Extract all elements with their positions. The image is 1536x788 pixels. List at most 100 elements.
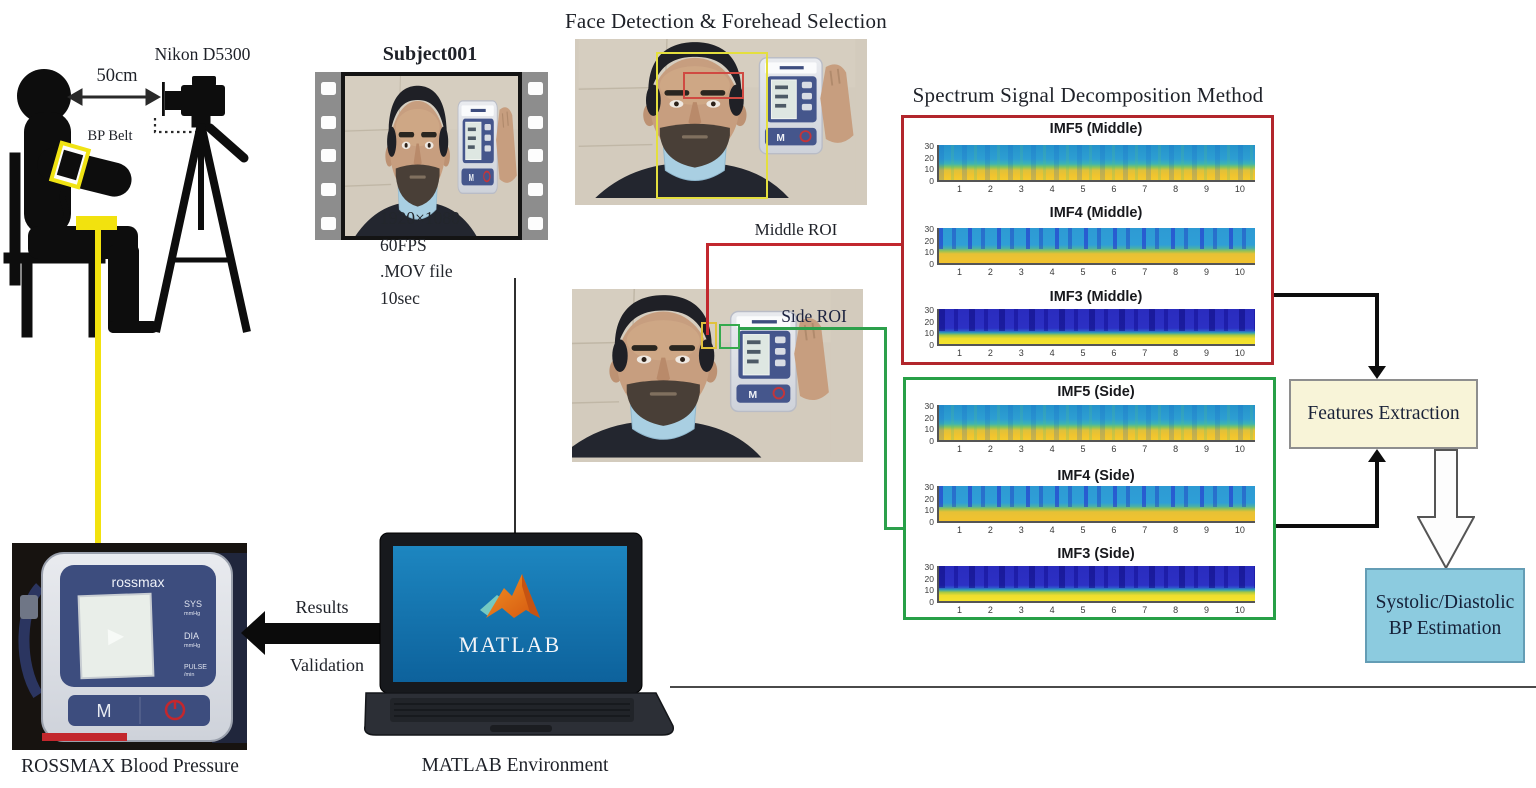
side-imf-group-box: [903, 377, 1276, 620]
tick-label: 30: [924, 224, 934, 234]
tick-label: 6: [1111, 267, 1117, 277]
features-extraction-label: Features Extraction: [1307, 403, 1460, 424]
imf5-middle-spectrogram: [937, 145, 1255, 182]
video-fps: 60FPS: [380, 234, 427, 255]
tick-label: 0: [929, 516, 934, 527]
side-roi-connector-v: [884, 327, 887, 530]
face-bounding-box: [656, 52, 768, 199]
tick-label: 7: [1142, 184, 1148, 194]
bp-belt-inner: [56, 149, 84, 181]
matlab-logo-icon: [480, 574, 540, 618]
side-roi-connector-h1: [739, 327, 887, 330]
tick-label: 20: [924, 316, 934, 327]
tick-label: 3: [1018, 444, 1024, 454]
film-holes-left: [315, 72, 341, 240]
film-hole: [320, 115, 336, 129]
spectrum-title: Spectrum Signal Decomposition Method: [912, 83, 1264, 107]
tick-label: 6: [1111, 348, 1117, 358]
imf3-side-spectrogram: [937, 566, 1255, 603]
person-silhouette: [17, 69, 158, 333]
film-hole: [320, 82, 336, 96]
tick-label: 0: [929, 596, 934, 607]
side-roi-label: Side ROI: [781, 306, 847, 326]
matlab-caption: MATLAB Environment: [421, 755, 609, 776]
results-label: Results: [295, 597, 349, 617]
film-hole: [320, 183, 336, 197]
imf5-side-title: IMF5 (Side): [1057, 384, 1135, 400]
hollow-down-arrow: [1417, 449, 1475, 570]
tick-label: 10: [924, 424, 934, 435]
tick-label: 30: [924, 401, 934, 411]
tick-label: 1: [957, 605, 963, 615]
tripod-shape: [152, 115, 251, 333]
tick-label: 2: [987, 267, 993, 277]
tick-label: 10: [1234, 184, 1245, 194]
video-specs: 1920×1080 60FPS .MOV file 10sec: [380, 205, 460, 311]
validation-label: Validation: [290, 655, 364, 675]
matlab-logo-text: MATLAB: [459, 632, 561, 657]
imf4-side-spectrogram: [937, 486, 1255, 523]
tick-label: 2: [987, 525, 993, 535]
middle-roi-label: Middle ROI: [754, 220, 838, 239]
tick-label: 4: [1049, 348, 1055, 358]
face-detection-title: Face Detection & Forehead Selection: [565, 9, 887, 33]
middle-group-arrowhead: [1368, 366, 1386, 379]
side-group-connector-v: [1375, 461, 1379, 528]
tick-label: 10: [1234, 267, 1245, 277]
tick-label: 10: [1234, 525, 1245, 535]
tick-label: 1: [957, 348, 963, 358]
tick-label: 7: [1142, 267, 1148, 277]
rossmax-device-photo: rossmax SYS mmHg DIA mmHg PULSE /min M: [12, 543, 247, 750]
tick-label: 5: [1080, 348, 1086, 358]
tick-label: 7: [1142, 605, 1148, 615]
distance-label: 50cm: [96, 66, 138, 86]
side-roi-box: [719, 324, 740, 349]
middle-group-connector-h: [1274, 293, 1379, 297]
camera-shape: [162, 76, 225, 116]
tick-label: 1: [957, 444, 963, 454]
camera-label: Nikon D5300: [154, 44, 251, 64]
tick-label: 8: [1173, 267, 1179, 277]
film-hole: [320, 149, 336, 163]
tick-label: 8: [1173, 348, 1179, 358]
tick-label: 10: [1234, 348, 1245, 358]
tick-label: 30: [924, 482, 934, 492]
imf5-side-spectrogram: [937, 405, 1255, 442]
middle-roi-box: [701, 322, 717, 349]
svg-text:mmHg: mmHg: [184, 611, 200, 617]
film-hole: [320, 216, 336, 230]
memory-button-label: M: [97, 701, 112, 721]
tick-label: 9: [1204, 184, 1210, 194]
imf4-side-title: IMF4 (Side): [1057, 468, 1135, 484]
svg-text:/min: /min: [184, 672, 194, 678]
tick-label: 5: [1080, 267, 1086, 277]
bp-tube: [59, 186, 70, 224]
tick-label: 10: [924, 164, 934, 175]
power-icon: [164, 699, 186, 721]
film-hole: [527, 183, 543, 197]
tick-label: 6: [1111, 525, 1117, 535]
tick-label: 6: [1111, 605, 1117, 615]
tick-label: 9: [1204, 525, 1210, 535]
results-arrow-shaft: [264, 623, 384, 644]
matlab-laptop-illustration: MATLAB: [363, 532, 675, 736]
tick-label: 9: [1204, 444, 1210, 454]
section-divider-line: [670, 686, 1536, 688]
tick-label: 5: [1080, 525, 1086, 535]
tick-label: 8: [1173, 184, 1179, 194]
film-hole: [527, 82, 543, 96]
video-resolution: 1920×1080: [380, 208, 460, 228]
video-frame-photo: [341, 72, 522, 240]
tick-label: 10: [924, 247, 934, 258]
tick-label: 3: [1018, 184, 1024, 194]
rossmax-caption: ROSSMAX Blood Pressure: [21, 756, 239, 777]
tick-label: 7: [1142, 348, 1148, 358]
